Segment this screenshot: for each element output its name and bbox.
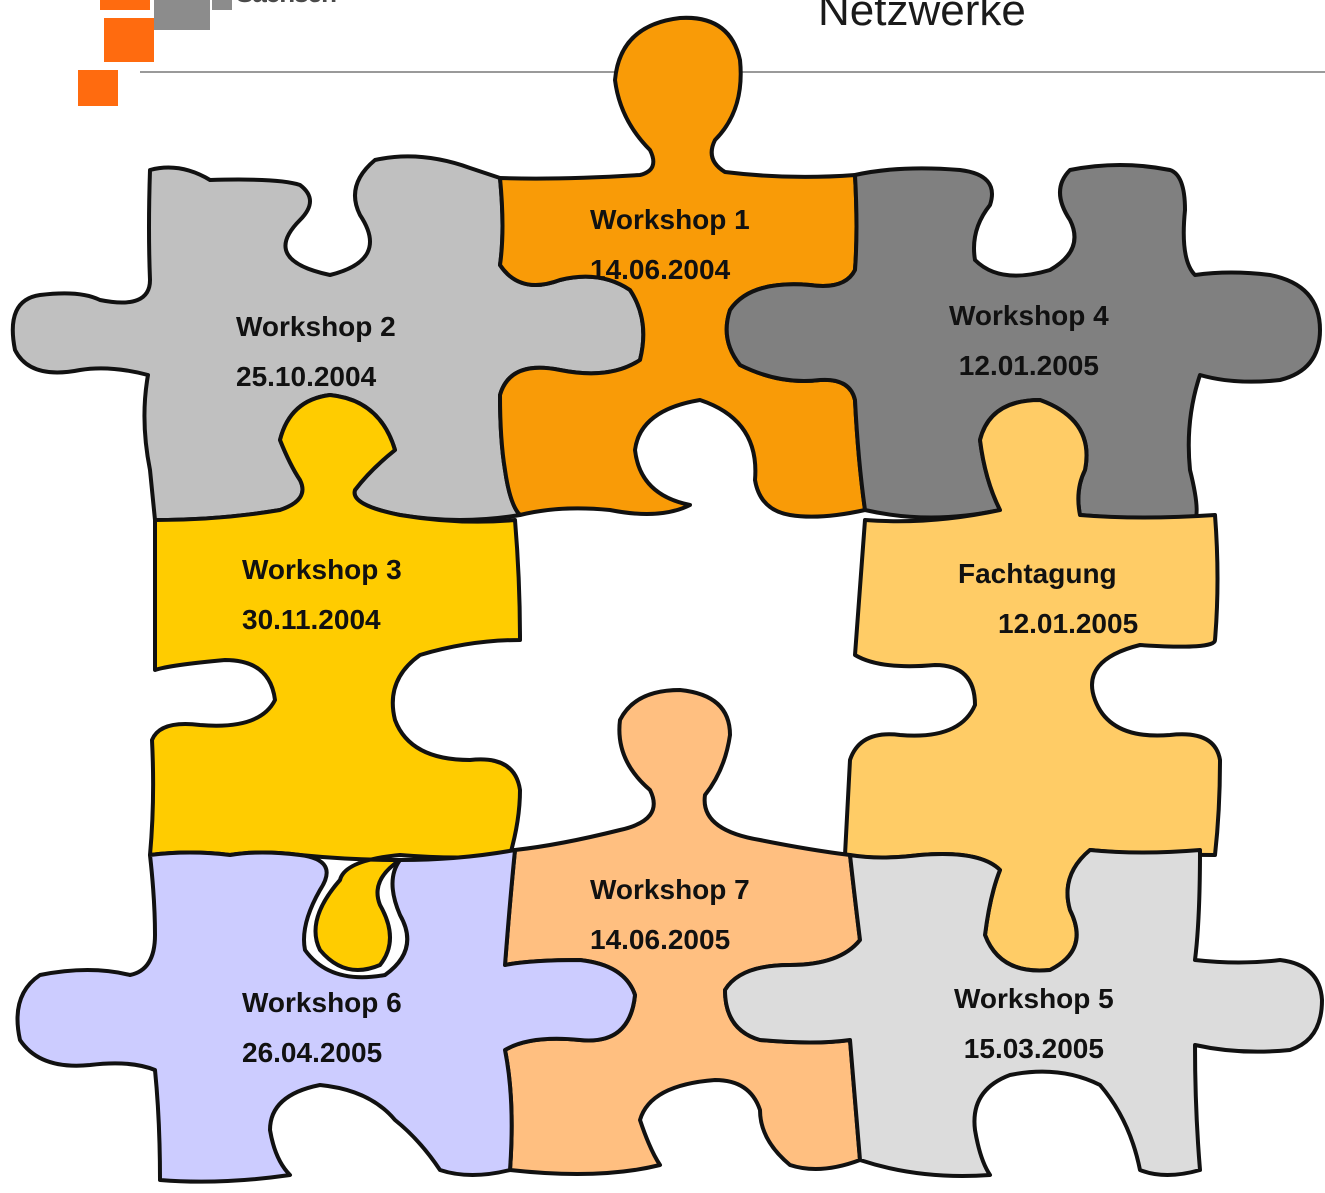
workshop-5-label: Workshop 5 15.03.2005 bbox=[954, 985, 1114, 1063]
workshop-2-label: Workshop 2 25.10.2004 bbox=[236, 313, 396, 391]
workshop-3-date: 30.11.2004 bbox=[242, 604, 381, 635]
workshop-1-label: Workshop 1 14.06.2004 bbox=[590, 206, 750, 284]
workshop-1-name: Workshop 1 bbox=[590, 204, 750, 235]
logo-square-gray bbox=[154, 0, 210, 30]
workshop-5-date: 15.03.2005 bbox=[963, 1033, 1104, 1064]
workshop-4-name: Workshop 4 bbox=[949, 300, 1109, 331]
puzzle-piece-workshop-6 bbox=[15, 848, 637, 1184]
workshop-7-name: Workshop 7 bbox=[590, 874, 750, 905]
workshop-6-date: 26.04.2005 bbox=[242, 1037, 383, 1068]
workshop-2-date: 25.10.2004 bbox=[236, 361, 377, 392]
workshop-2-name: Workshop 2 bbox=[236, 311, 396, 342]
fachtagung-name: Fachtagung bbox=[958, 558, 1117, 589]
page-title: Netzwerke bbox=[818, 0, 1026, 35]
workshop-6-name: Workshop 6 bbox=[242, 987, 402, 1018]
workshop-1-date: 14.06.2004 bbox=[590, 254, 731, 285]
logo-square-orange-low bbox=[78, 70, 118, 106]
workshop-7-date: 14.06.2005 bbox=[590, 924, 731, 955]
workshop-3-label: Workshop 3 30.11.2004 bbox=[242, 556, 402, 634]
workshop-4-label: Workshop 4 12.01.2005 bbox=[949, 302, 1109, 380]
logo-square-orange-top bbox=[100, 0, 150, 10]
workshop-6-label: Workshop 6 26.04.2005 bbox=[242, 989, 402, 1067]
puzzle-piece-workshop-5 bbox=[723, 848, 1324, 1178]
workshop-7-label: Workshop 7 14.06.2005 bbox=[590, 876, 750, 954]
fachtagung-date: 12.01.2005 bbox=[998, 608, 1139, 639]
workshop-5-name: Workshop 5 bbox=[954, 983, 1114, 1014]
workshop-4-date: 12.01.2005 bbox=[958, 350, 1099, 381]
fachtagung-label: Fachtagung 12.01.2005 bbox=[958, 560, 1138, 638]
logo-square-gray-small bbox=[212, 0, 232, 10]
logo-text: Sachsen bbox=[236, 0, 337, 9]
puzzle-piece-workshop-4 bbox=[724, 163, 1322, 522]
workshop-3-name: Workshop 3 bbox=[242, 554, 402, 585]
logo-square-orange-mid bbox=[104, 18, 154, 62]
